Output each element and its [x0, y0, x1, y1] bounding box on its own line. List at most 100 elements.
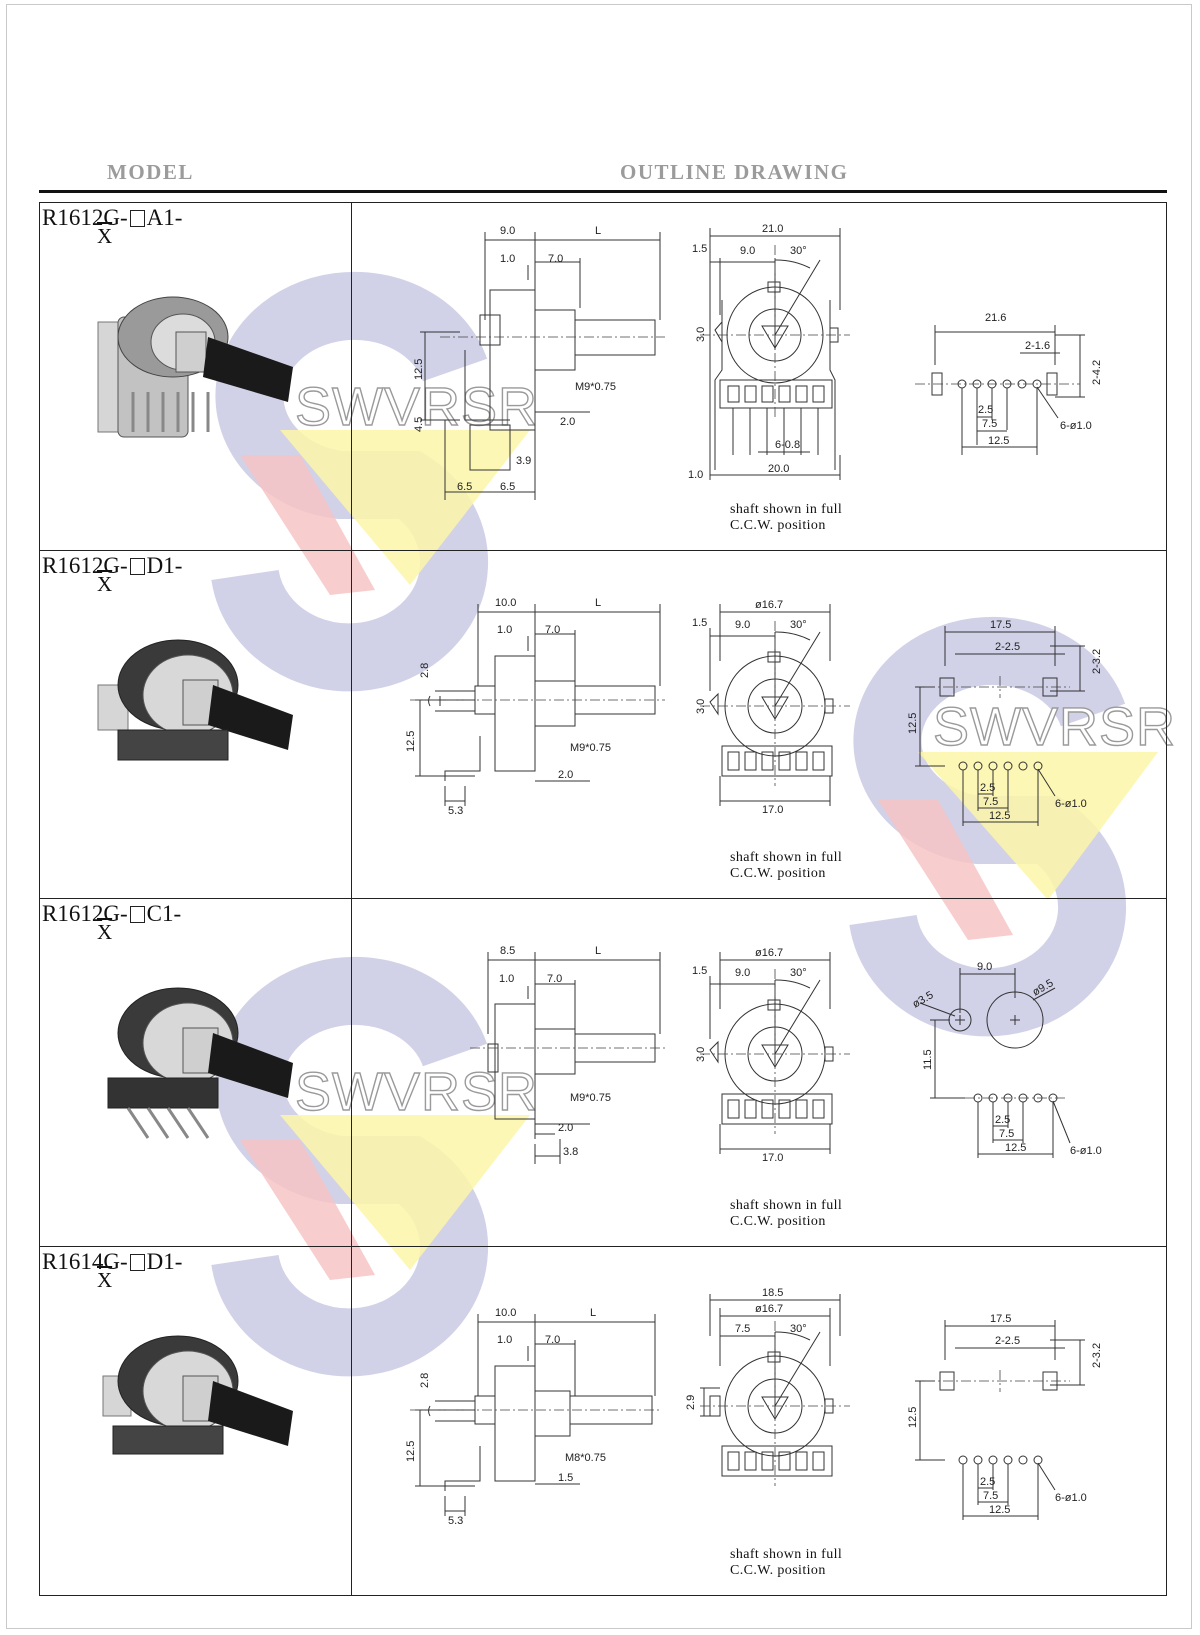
dim-7-0: 7.0 [548, 253, 563, 265]
dim-dia-16-7: ø16.7 [755, 1303, 783, 1315]
caption-line1: shaft shown in full [730, 1547, 843, 1562]
dim-1-5: 1.5 [558, 1472, 573, 1484]
column-divider [351, 202, 352, 1596]
dim-12-5: 12.5 [413, 359, 425, 380]
side-view-drawing-row3: 8.5 L 1.0 7.0 M9*0.75 2.0 3.8 [470, 945, 665, 1164]
dim-l: L [595, 945, 601, 957]
dim-5-3: 5.3 [448, 805, 463, 817]
dim-holes: 6-ø1.0 [1055, 1492, 1087, 1504]
header-model: MODEL [107, 160, 194, 184]
front-view-drawing-row3: ø16.7 1.5 9.0 30° 3.0 17.0 [692, 947, 850, 1164]
dim-l: L [595, 597, 601, 609]
dim-dia-16-7: ø16.7 [755, 947, 783, 959]
model-label-row2: R1612G-D1- [42, 554, 182, 578]
dim-7-5: 7.5 [983, 796, 998, 808]
pcb-layout-drawing-row1: 21.6 2-1.6 2-4.2 2.5 7.5 12.5 6-ø1.0 [915, 312, 1103, 455]
dim-2-3-2: 2-3.2 [1091, 649, 1103, 674]
dim-17-5: 17.5 [990, 619, 1011, 631]
spec-table [39, 202, 1167, 1596]
model-x-row2: X [97, 572, 113, 596]
variant-box [129, 906, 145, 923]
dim-thread: M9*0.75 [575, 381, 616, 393]
dim-1-0: 1.0 [497, 1334, 512, 1346]
dim-12-5: 12.5 [989, 810, 1010, 822]
caption-line2: C.C.W. position [730, 1563, 826, 1578]
dim-3-9: 3.9 [516, 455, 531, 467]
dim-angle: 30° [790, 245, 807, 257]
dim-1-0: 1.0 [499, 973, 514, 985]
front-view-drawing-row2: ø16.7 1.5 9.0 30° 3.0 17.0 [692, 599, 850, 816]
dim-2-5: 2.5 [980, 782, 995, 794]
watermark-logo-upper: SWVRSR [211, 271, 538, 692]
dim-2-2-5: 2-2.5 [995, 641, 1020, 653]
dim-7-0: 7.0 [545, 624, 560, 636]
dim-3-0: 3.0 [695, 327, 707, 342]
dim-18-5: 18.5 [762, 1287, 783, 1299]
dim-thread: M9*0.75 [570, 742, 611, 754]
watermark-text: SWVRSR [933, 697, 1176, 757]
caption-line1: shaft shown in full [730, 850, 843, 865]
product-photo-row4 [102, 1335, 293, 1455]
model-prefix: R1612G- [42, 205, 128, 230]
dim-7-5: 7.5 [982, 418, 997, 430]
watermark-text: SWVRSR [295, 377, 538, 437]
dim-9-0: 9.0 [977, 961, 992, 973]
dim-9-0: 9.0 [735, 967, 750, 979]
dim-2-8: 2.8 [419, 663, 431, 678]
product-photo-row2 [97, 639, 293, 761]
dim-2-3-2: 2-3.2 [1091, 1343, 1103, 1368]
dim-17-0: 17.0 [762, 1152, 783, 1164]
dim-holes: 6-ø1.0 [1055, 798, 1087, 810]
dim-2-5: 2.5 [995, 1114, 1010, 1126]
model-x-row1: X [97, 224, 113, 248]
dim-7-5: 7.5 [735, 1323, 750, 1335]
dim-20-0: 20.0 [768, 463, 789, 475]
dim-9-0: 9.0 [500, 225, 515, 237]
model-label-row4: R1614G-D1- [42, 1250, 182, 1274]
header-outline-drawing: OUTLINE DRAWING [620, 160, 849, 184]
dim-7-0: 7.0 [547, 973, 562, 985]
dim-8-5: 8.5 [500, 945, 515, 957]
dim-angle: 30° [790, 1323, 807, 1335]
dim-l: L [595, 225, 601, 237]
variant-box [129, 1254, 145, 1271]
pcb-layout-drawing-row2: 17.5 2-2.5 2-3.2 12.5 2.5 7.5 12.5 6-ø1.… [907, 619, 1103, 826]
dim-3-0: 3.0 [695, 699, 707, 714]
dim-holes: 6-ø1.0 [1070, 1145, 1102, 1157]
dim-2-2-5: 2-2.5 [995, 1335, 1020, 1347]
dim-5-3: 5.3 [448, 1515, 463, 1527]
dim-17-5: 17.5 [990, 1313, 1011, 1325]
dim-thread: M8*0.75 [565, 1452, 606, 1464]
dim-7-5: 7.5 [983, 1490, 998, 1502]
dim-pins: 6-0.8 [775, 439, 800, 451]
front-view-drawing-row1: 21.0 1.5 9.0 30° 3.0 6-0.8 1.0 20.0 [688, 223, 850, 481]
dim-12-5: 12.5 [405, 731, 417, 752]
page-frame [6, 4, 1192, 1629]
dim-12-5-v: 12.5 [907, 713, 919, 734]
dim-2-0: 2.0 [558, 1122, 573, 1134]
dim-3-0: 3.0 [695, 1047, 707, 1062]
dim-17-0: 17.0 [762, 804, 783, 816]
row-divider [39, 898, 1167, 899]
model-label-row1: R1612G-A1- [42, 206, 182, 230]
product-photo-row1 [97, 296, 293, 438]
caption-line2: C.C.W. position [730, 866, 826, 881]
dim-2-4-2: 2-4.2 [1091, 360, 1103, 385]
dim-2-0: 2.0 [560, 416, 575, 428]
dim-l: L [590, 1307, 596, 1319]
product-photo-row3 [107, 987, 293, 1139]
side-view-drawing-row4: 10.0 L 1.0 7.0 M8*0.75 2.8 12.5 1.5 5.3 [405, 1307, 660, 1527]
dim-12-5: 12.5 [989, 1504, 1010, 1516]
dim-1-5: 1.5 [692, 617, 707, 629]
dim-2-0: 2.0 [558, 769, 573, 781]
model-prefix: R1614G- [42, 1249, 128, 1274]
variant-box [129, 210, 145, 227]
dim-10-0: 10.0 [495, 1307, 516, 1319]
dim-9-0: 9.0 [735, 619, 750, 631]
dim-7-0: 7.0 [545, 1334, 560, 1346]
dim-12-5: 12.5 [988, 435, 1009, 447]
